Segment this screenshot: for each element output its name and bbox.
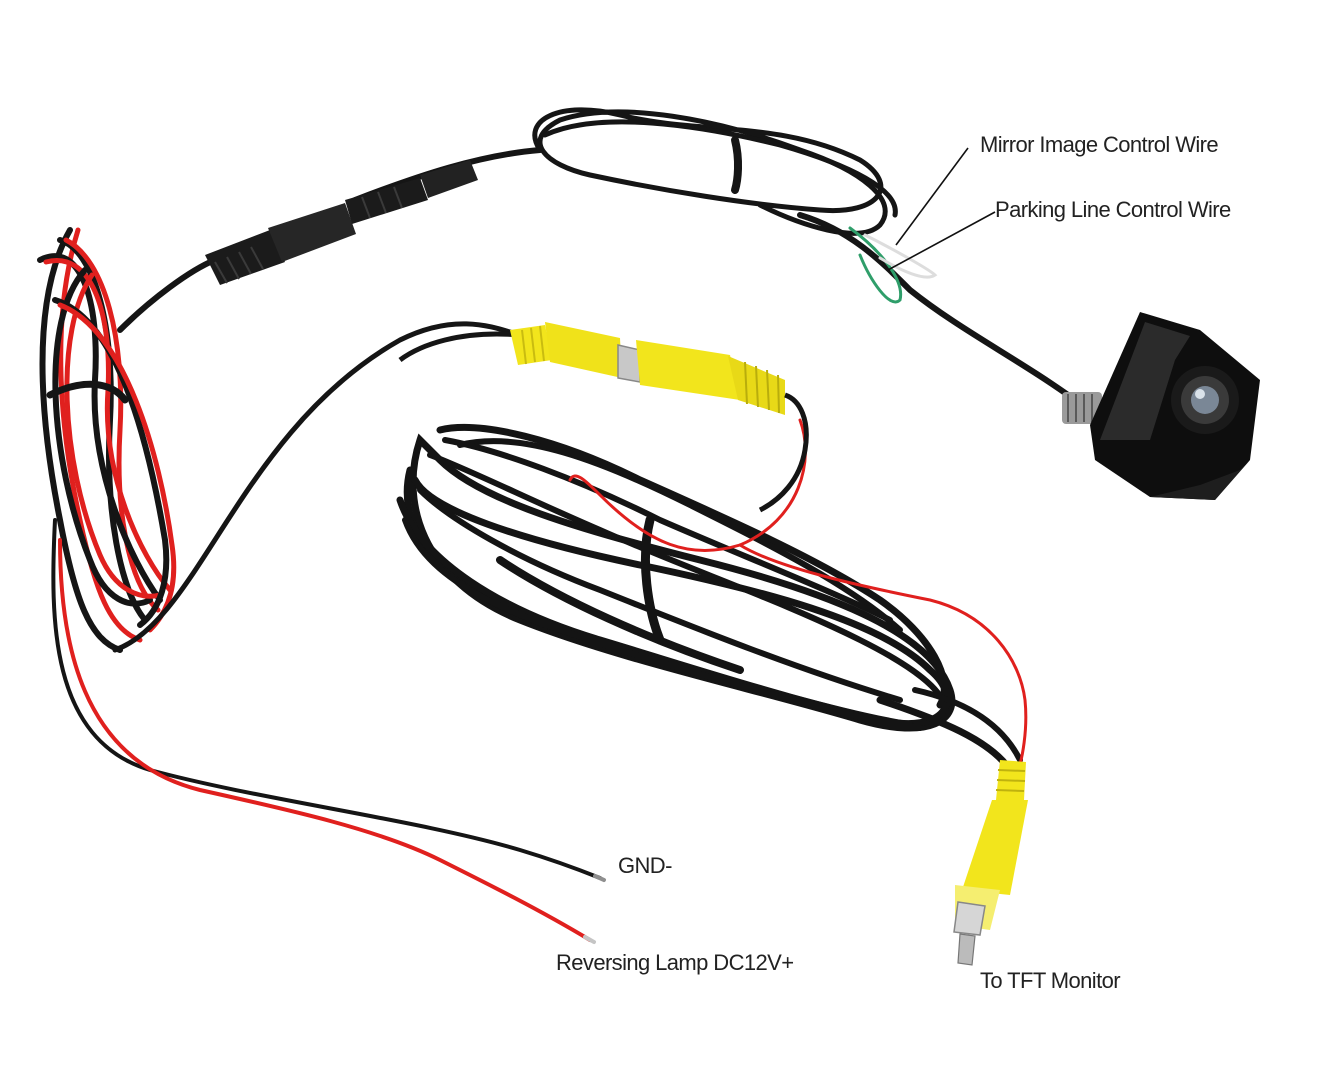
trigger-wire <box>568 418 1028 772</box>
power-leads <box>51 518 606 944</box>
power-harness-coil <box>37 227 177 653</box>
control-wires <box>848 226 938 304</box>
mirror-image-control-wire-label: Mirror Image Control Wire <box>980 132 1219 157</box>
reversing-lamp-label: Reversing Lamp DC12V+ <box>556 950 794 975</box>
rear-camera <box>1062 312 1260 500</box>
label-leaders <box>887 147 996 271</box>
video-cable-coil <box>396 424 1023 774</box>
camera-cable <box>112 107 1078 653</box>
inline-connector <box>205 160 478 285</box>
rca-plug-monitor <box>953 760 1028 966</box>
rca-joint <box>398 322 809 513</box>
parking-line-control-wire-label: Parking Line Control Wire <box>995 197 1231 222</box>
gnd-label: GND- <box>618 853 672 878</box>
tft-monitor-label: To TFT Monitor <box>980 968 1121 993</box>
